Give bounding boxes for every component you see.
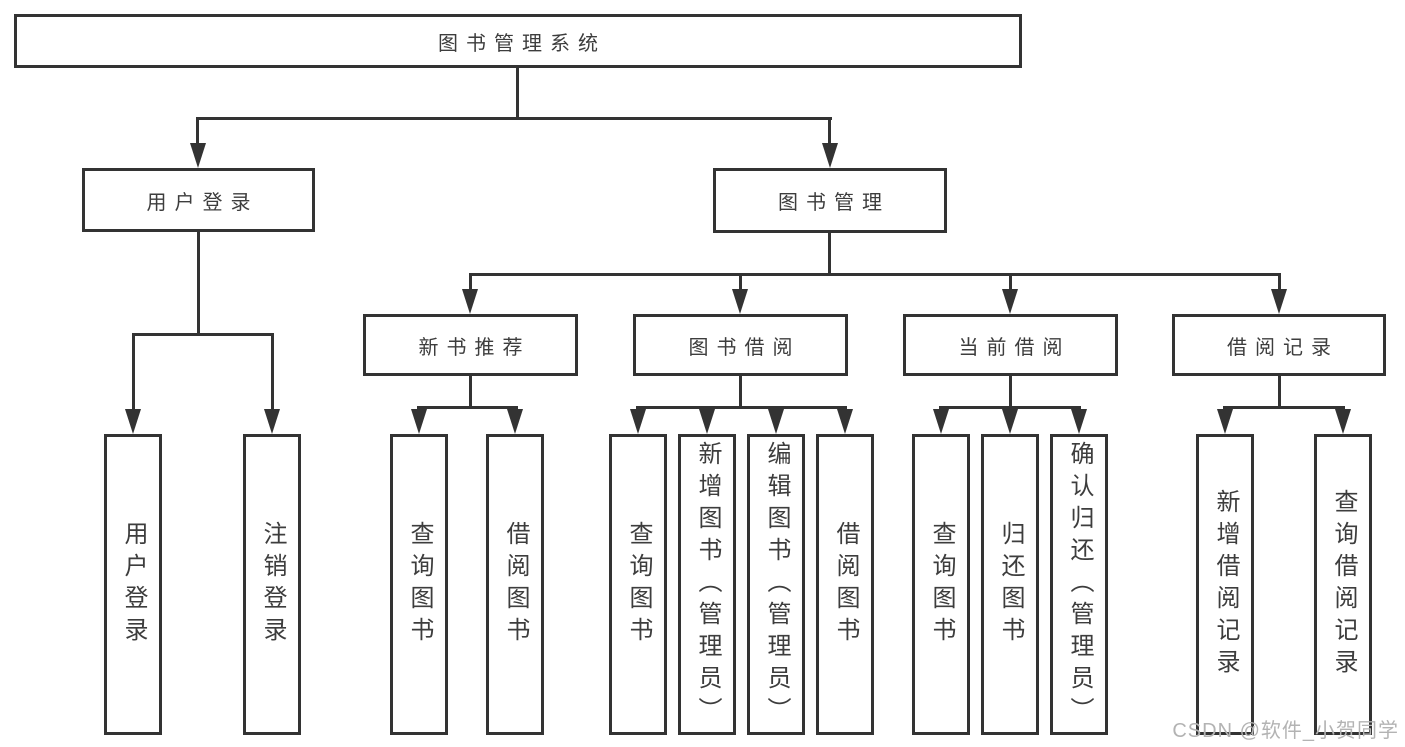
connector-groupA-branch <box>417 406 518 409</box>
connector-groupC-branch <box>939 406 1081 409</box>
arrow-down-icon <box>1002 289 1018 314</box>
leaf-add-borrow-record-label: 新增借阅记录 <box>1212 488 1239 681</box>
leaf-logout: 注销登录 <box>243 434 301 735</box>
arrow-down-icon <box>837 409 853 434</box>
leaf-confirm-return-admin-label: 确认归还（管理员） <box>1066 440 1093 729</box>
leaf-current-query-book: 查询图书 <box>912 434 970 735</box>
node-borrow-records-label: 借阅记录 <box>1227 336 1339 359</box>
arrow-down-icon <box>630 409 646 434</box>
connector-group-stem <box>1278 273 1281 292</box>
connector-user-stem <box>196 117 199 147</box>
connector-group-stem <box>469 273 472 292</box>
leaf-add-book-admin-label: 新增图书（管理员） <box>694 440 721 729</box>
connector-groupB-down <box>739 376 742 409</box>
leaf-borrow-book-label: 借阅图书 <box>832 520 859 649</box>
connector-groupA-down <box>469 376 472 409</box>
connector-leaf-stem <box>132 333 135 413</box>
arrow-down-icon <box>822 143 838 168</box>
arrow-down-icon <box>1335 409 1351 434</box>
connector-root-stem <box>516 68 519 120</box>
leaf-rec-borrow-book-label: 借阅图书 <box>502 520 529 649</box>
node-user-login-label: 用户登录 <box>146 191 259 214</box>
node-book-borrow-label: 图书借阅 <box>688 336 801 359</box>
arrow-down-icon <box>933 409 949 434</box>
leaf-borrow-query-book: 查询图书 <box>609 434 667 735</box>
arrow-down-icon <box>1217 409 1233 434</box>
node-book-mgmt: 图书管理 <box>713 168 947 233</box>
arrow-down-icon <box>1002 409 1018 434</box>
leaf-logout-label: 注销登录 <box>259 520 286 649</box>
arrow-down-icon <box>732 289 748 314</box>
leaf-query-borrow-record: 查询借阅记录 <box>1314 434 1372 735</box>
arrow-down-icon <box>462 289 478 314</box>
arrow-down-icon <box>264 409 280 434</box>
leaf-rec-query-book: 查询图书 <box>390 434 448 735</box>
leaf-query-borrow-record-label: 查询借阅记录 <box>1330 488 1357 681</box>
node-new-book-recommend-label: 新书推荐 <box>418 336 531 359</box>
leaf-confirm-return-admin: 确认归还（管理员） <box>1050 434 1108 735</box>
connector-mgmt-down <box>828 233 831 276</box>
leaf-current-query-book-label: 查询图书 <box>928 520 955 649</box>
node-book-mgmt-label: 图书管理 <box>778 192 890 214</box>
connector-level3-branch <box>469 273 1281 276</box>
node-borrow-records: 借阅记录 <box>1172 314 1386 376</box>
leaf-add-book-admin: 新增图书（管理员） <box>678 434 736 735</box>
connector-group-stem <box>739 273 742 292</box>
node-current-borrow-label: 当前借阅 <box>958 336 1071 359</box>
leaf-borrow-book: 借阅图书 <box>816 434 874 735</box>
leaf-edit-book-admin-label: 编辑图书（管理员） <box>763 440 790 729</box>
connector-groupC-down <box>1009 376 1012 409</box>
leaf-rec-query-book-label: 查询图书 <box>406 520 433 649</box>
node-book-borrow: 图书借阅 <box>633 314 848 376</box>
leaf-return-book-label: 归还图书 <box>997 520 1024 649</box>
connector-user-branch <box>132 333 274 336</box>
arrow-down-icon <box>1271 289 1287 314</box>
connector-mgmt-stem <box>828 117 831 146</box>
leaf-user-login: 用户登录 <box>104 434 162 735</box>
node-user-login: 用户登录 <box>82 168 315 232</box>
node-new-book-recommend: 新书推荐 <box>363 314 578 376</box>
node-root: 图书管理系统 <box>14 14 1022 68</box>
arrow-down-icon <box>411 409 427 434</box>
connector-group-stem <box>1009 273 1012 292</box>
connector-level2-branch <box>196 117 832 120</box>
connector-groupD-branch <box>1223 406 1345 409</box>
connector-leaf-stem <box>271 333 274 413</box>
arrow-down-icon <box>190 143 206 168</box>
leaf-add-borrow-record: 新增借阅记录 <box>1196 434 1254 735</box>
leaf-return-book: 归还图书 <box>981 434 1039 735</box>
leaf-borrow-query-book-label: 查询图书 <box>625 520 652 649</box>
node-root-label: 图书管理系统 <box>438 32 606 55</box>
connector-groupB-branch <box>636 406 847 409</box>
connector-user-down <box>197 232 200 336</box>
leaf-user-login-label: 用户登录 <box>120 520 147 649</box>
connector-groupD-down <box>1278 376 1281 409</box>
leaf-rec-borrow-book: 借阅图书 <box>486 434 544 735</box>
leaf-edit-book-admin: 编辑图书（管理员） <box>747 434 805 735</box>
node-current-borrow: 当前借阅 <box>903 314 1118 376</box>
arrow-down-icon <box>507 409 523 434</box>
arrow-down-icon <box>699 409 715 434</box>
arrow-down-icon <box>125 409 141 434</box>
arrow-down-icon <box>768 409 784 434</box>
csdn-watermark: CSDN @软件_小贺同学 <box>1172 720 1399 742</box>
arrow-down-icon <box>1071 409 1087 434</box>
